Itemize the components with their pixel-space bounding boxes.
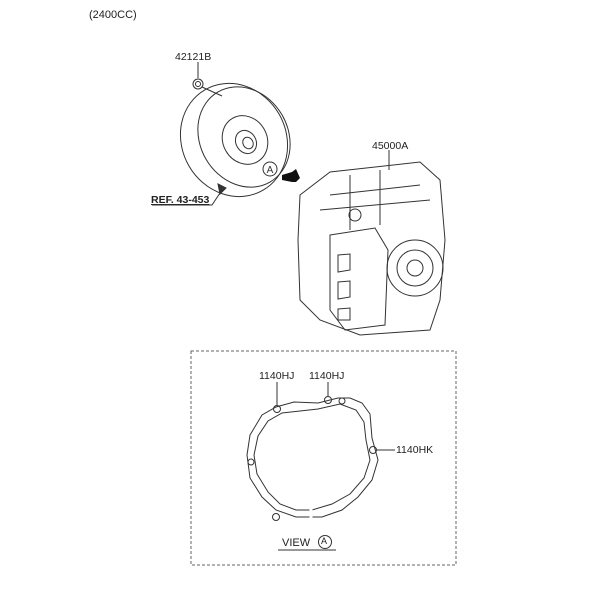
callout-1140hk[interactable]: 1140HK bbox=[396, 444, 434, 456]
callout-1140hj-right[interactable]: 1140HJ bbox=[309, 370, 345, 382]
gasket-icon bbox=[246, 396, 379, 521]
engine-spec-label: (2400CC) bbox=[89, 9, 137, 21]
view-a-title: VIEW bbox=[282, 537, 311, 549]
svg-text:A: A bbox=[267, 165, 274, 176]
view-a-circle-icon bbox=[318, 535, 332, 549]
transaxle-assembly-icon bbox=[297, 150, 446, 336]
callout-1140hj-left[interactable]: 1140HJ bbox=[259, 370, 295, 382]
bolt-icon bbox=[192, 62, 223, 97]
callout-leaders bbox=[276, 382, 395, 451]
part-label-ref-43-453[interactable]: REF. 43-453 bbox=[151, 194, 210, 206]
view-a-marker-icon[interactable]: A bbox=[262, 161, 300, 182]
part-label-42121b[interactable]: 42121B bbox=[175, 51, 212, 63]
view-a-title-marker: A bbox=[321, 536, 328, 546]
part-label-45000a[interactable]: 45000A bbox=[372, 140, 409, 152]
torque-converter-icon bbox=[152, 82, 291, 206]
view-a-frame bbox=[190, 350, 457, 566]
